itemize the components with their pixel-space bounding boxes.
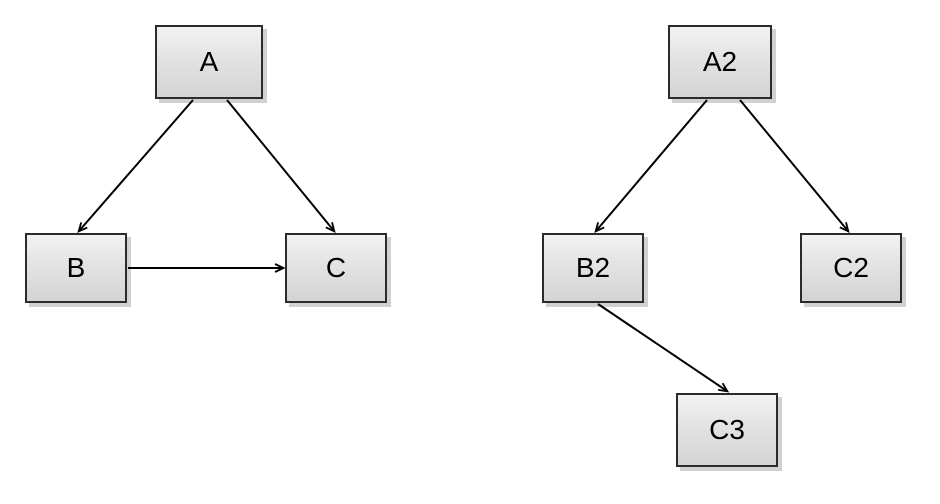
node-a2-label: A2 (702, 46, 738, 77)
edge-a-to-b (77, 99, 194, 233)
node-c3[interactable]: C3 (676, 393, 778, 467)
edge-b2-to-c3 (597, 303, 730, 393)
node-c3-label: C3 (709, 414, 745, 445)
node-b-label: B (66, 252, 86, 283)
node-a[interactable]: A (155, 25, 263, 99)
node-c2-label: C2 (833, 252, 869, 283)
edge-a2-to-b2 (594, 99, 708, 233)
node-a-label: A (199, 46, 219, 77)
node-a2[interactable]: A2 (668, 25, 772, 99)
node-c2[interactable]: C2 (800, 233, 902, 303)
node-b[interactable]: B (25, 233, 127, 303)
node-b2[interactable]: B2 (542, 233, 644, 303)
edge-a2-to-c2 (739, 99, 850, 234)
node-c-label: C (325, 252, 347, 283)
node-c[interactable]: C (285, 233, 387, 303)
node-b2-label: B2 (575, 252, 611, 283)
edge-a-to-c (226, 99, 336, 234)
